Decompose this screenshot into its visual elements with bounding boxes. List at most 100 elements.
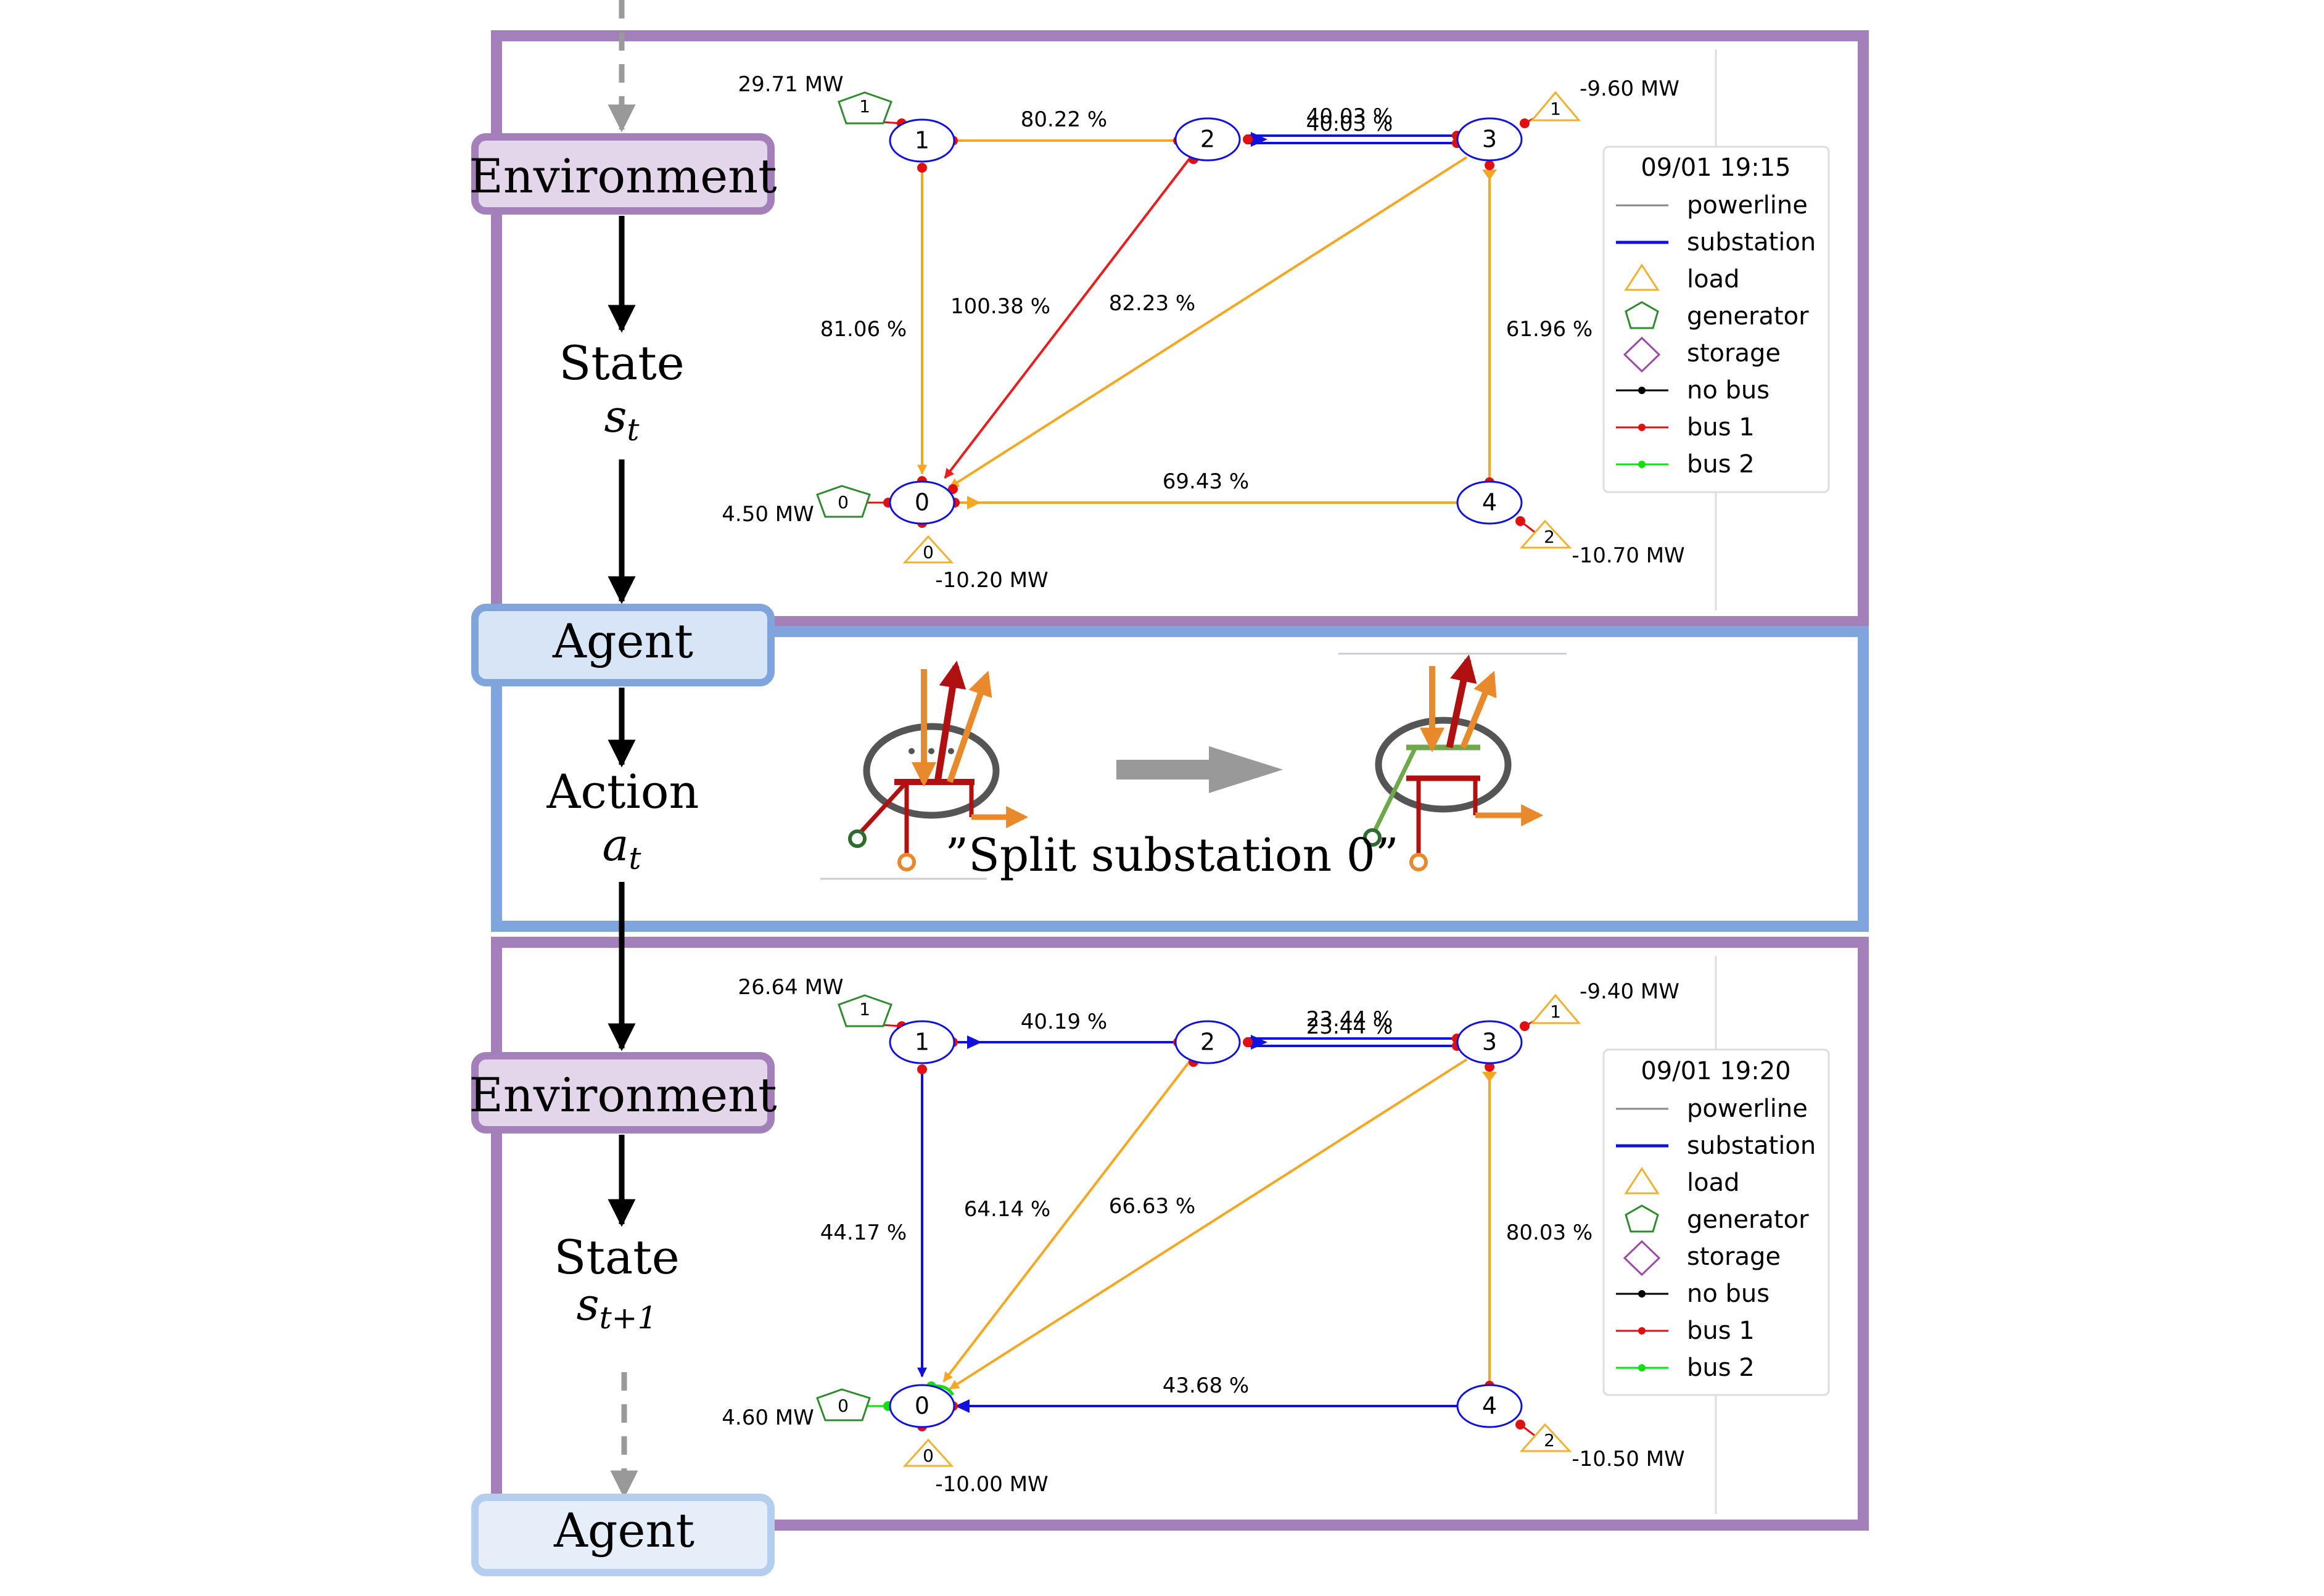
state-label-1: State [559, 335, 684, 390]
env-box-1 [471, 133, 775, 215]
agent-box-2 [471, 1494, 775, 1576]
line-1-2-arrow [967, 1035, 982, 1049]
substation-after-icon [1338, 652, 1567, 871]
label-line-0-4: 69.43 % [1163, 469, 1249, 494]
substation-node-0: 0 [889, 480, 955, 525]
label-line-2-3-a: 40.03 % [1306, 104, 1393, 129]
generator-1: 1 26.64 MW [738, 975, 902, 1027]
grid-panel-bottom: 40.19 % 23.44 % 23.44 % 44.17 % 64.14 % … [722, 975, 1830, 1497]
legend-item: generator [1687, 1206, 1809, 1234]
generator-id: 0 [838, 492, 849, 512]
label-line-1-2: 40.19 % [1021, 1010, 1107, 1034]
node-label: 1 [915, 1029, 929, 1056]
label-line-3-4: 80.03 % [1506, 1220, 1593, 1245]
agent-label-2: Agent [553, 1503, 694, 1558]
load-id: 0 [923, 542, 934, 562]
load-value: -9.40 MW [1580, 979, 1679, 1004]
label-line-0-4: 43.68 % [1163, 1373, 1249, 1398]
action-label: Action [546, 764, 699, 819]
action-symbol: at [602, 819, 641, 876]
legend-item: powerline [1687, 1095, 1808, 1123]
generator-1: 1 29.71 MW [738, 72, 902, 125]
grid-panel-top: 80.22 % 40.03 % 40.03 % 81.06 % 100.38 %… [722, 72, 1830, 593]
agent-label-1: Agent [552, 614, 693, 668]
generator-0: 0 4.60 MW [722, 1388, 888, 1430]
generator-value: 4.50 MW [722, 502, 814, 527]
node-label: 3 [1482, 126, 1497, 153]
line-2-0 [942, 1061, 1190, 1383]
legend-item: load [1687, 265, 1740, 294]
line-2-3-arrow [1251, 132, 1267, 147]
substation-before-icon [820, 660, 1029, 880]
state-label-2: State [554, 1230, 679, 1285]
load-1: 1 -9.40 MW [1524, 979, 1679, 1027]
line-2-3-arrow [1251, 1035, 1267, 1050]
load-0: 0 -10.00 MW [902, 1438, 1049, 1497]
node-label: 2 [1200, 126, 1215, 153]
substation-node-2: 2 [1174, 1020, 1241, 1064]
substation-node-1: 1 [889, 118, 955, 163]
load-id: 1 [1550, 99, 1561, 119]
load-0: 0 -10.20 MW [902, 535, 1049, 593]
load-1: 1 -9.60 MW [1524, 76, 1679, 125]
load-id: 2 [1544, 1430, 1555, 1450]
legend-item: generator [1687, 302, 1809, 331]
legend-timestamp: 09/01 19:15 [1641, 154, 1790, 182]
label-line-3-0: 82.23 % [1109, 291, 1195, 316]
substation-node-3: 3 [1456, 1020, 1523, 1064]
line-3-4-arrow [1482, 170, 1497, 180]
generator-value: 4.60 MW [722, 1405, 814, 1430]
line-3-0 [949, 1058, 1468, 1390]
label-line-1-2: 80.22 % [1021, 107, 1107, 132]
label-line-2-3-b: 40.03 % [1306, 112, 1393, 136]
legend-item: bus 2 [1687, 1354, 1755, 1382]
legend-item: bus 2 [1687, 450, 1755, 479]
line-3-4-arrow [1482, 1072, 1497, 1082]
legend-item: storage [1687, 339, 1781, 368]
legend-item: powerline [1687, 191, 1808, 220]
node-label: 3 [1482, 1029, 1497, 1056]
transition-arrow-icon [1116, 746, 1283, 793]
legend-top: 09/01 19:15 powerline substation load ge… [1602, 146, 1830, 493]
load-id: 2 [1544, 527, 1555, 547]
label-line-3-0: 66.63 % [1109, 1194, 1195, 1219]
legend-item: substation [1687, 1132, 1816, 1160]
generator-0: 0 4.50 MW [722, 485, 888, 527]
label-line-3-4: 61.96 % [1506, 317, 1593, 342]
load-value: -10.20 MW [935, 568, 1048, 593]
node-label: 1 [915, 127, 929, 154]
load-id: 1 [1550, 1002, 1561, 1022]
label-line-2-0: 64.14 % [964, 1197, 1050, 1222]
line-3-0 [949, 156, 1468, 488]
line-2-0 [944, 158, 1190, 479]
generator-id: 0 [838, 1396, 849, 1416]
legend-item: no bus [1687, 1280, 1770, 1308]
label-line-1-0: 44.17 % [820, 1220, 907, 1245]
load-value: -10.50 MW [1572, 1447, 1684, 1471]
node-label: 4 [1482, 1392, 1497, 1420]
node-label: 0 [915, 1392, 929, 1420]
state-symbol-2: st+1 [577, 1278, 657, 1336]
substation-node-4: 4 [1456, 480, 1523, 525]
env-label-2: Environment [469, 1067, 777, 1122]
load-2: 2 -10.70 MW [1519, 519, 1685, 568]
generator-id: 1 [859, 96, 870, 117]
substation-node-0: 0 [889, 1384, 955, 1428]
legend-bottom: 09/01 19:20 powerline substation load ge… [1602, 1048, 1830, 1396]
load-value: -10.70 MW [1572, 543, 1684, 568]
load-id: 0 [923, 1446, 934, 1466]
legend-item: load [1687, 1169, 1740, 1197]
action-caption: ”Split substation 0” [945, 829, 1398, 882]
label-line-2-0: 100.38 % [950, 294, 1050, 319]
generator-value: 29.71 MW [738, 72, 843, 97]
label-line-2-3-b: 23.44 % [1306, 1014, 1393, 1039]
env-label-1: Environment [469, 149, 777, 204]
generator-value: 26.64 MW [738, 975, 843, 1000]
state-symbol-1: st [604, 390, 640, 448]
agent-box-1 [471, 604, 775, 686]
load-value: -10.00 MW [935, 1472, 1048, 1497]
legend-timestamp: 09/01 19:20 [1641, 1057, 1790, 1085]
legend-item: bus 1 [1687, 413, 1755, 442]
label-line-1-0: 81.06 % [820, 317, 907, 342]
